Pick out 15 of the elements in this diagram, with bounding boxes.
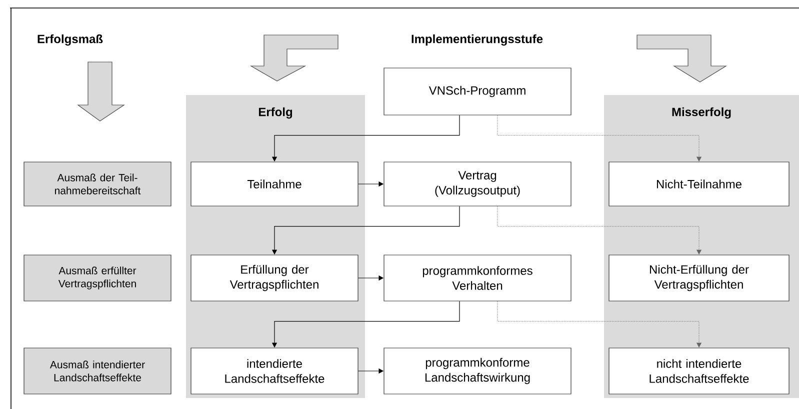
process-box: programmkonforme Landschaftswirkung xyxy=(384,348,572,394)
row-label-box: Ausmaß intendierter Landschaftseffekte xyxy=(24,348,172,394)
process-box: Erfüllung der Vertragspflichten xyxy=(190,254,358,302)
heading: Implementierungsstufe xyxy=(412,34,543,46)
process-box: intendierte Landschaftseffekte xyxy=(190,348,358,394)
process-box: VNSch-Programm xyxy=(384,68,572,116)
process-box: Nicht-Erfüllung der Vertragspflichten xyxy=(608,254,790,302)
heading: Erfolgsmaß xyxy=(38,34,103,46)
process-box: Nicht-Teilnahme xyxy=(608,162,790,206)
row-label-box: Ausmaß erfüllter Vertragspflichten xyxy=(24,254,172,302)
process-box: nicht intendierte Landschaftseffekte xyxy=(608,348,790,394)
process-box: programmkonformes Verhalten xyxy=(384,254,572,302)
process-box: Teilnahme xyxy=(190,162,358,206)
process-box: Vertrag (Vollzugsoutput) xyxy=(384,162,572,206)
row-label-box: Ausmaß der Teil- nahmebereitschaft xyxy=(24,162,172,206)
